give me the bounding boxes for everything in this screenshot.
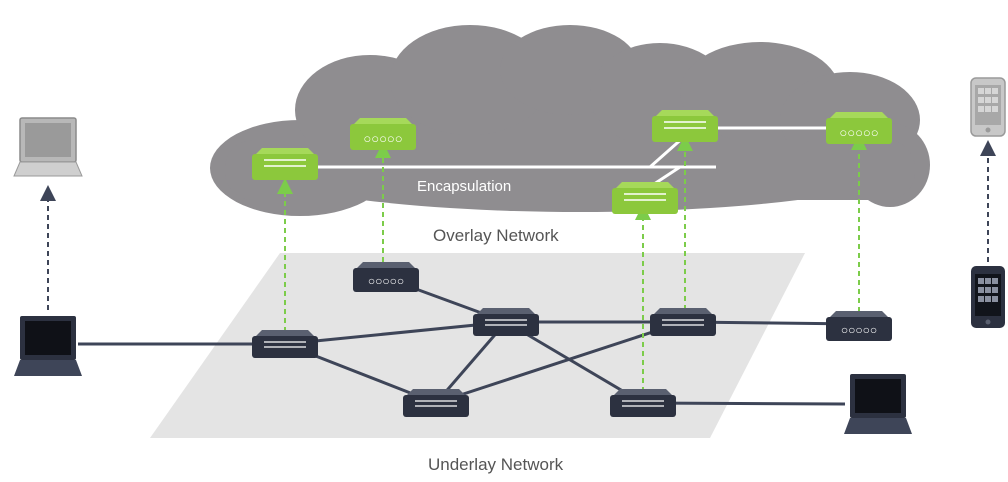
svg-text:○○○○○: ○○○○○ [841, 323, 877, 337]
router-icon: ○○○○○ [826, 311, 892, 341]
switch-icon [252, 148, 318, 180]
switch-icon [652, 110, 718, 142]
switch-icon [610, 389, 676, 417]
encapsulation-label: Encapsulation [417, 178, 511, 195]
endpoint-arrows [40, 140, 996, 310]
switch-icon [473, 308, 539, 336]
router-icon: ○○○○○ [826, 112, 892, 144]
router-icon: ○○○○○ [350, 118, 416, 150]
laptop-icon [13, 117, 83, 177]
switch-icon [650, 308, 716, 336]
overlay-network-label: Overlay Network [433, 226, 559, 245]
router-icon: ○○○○○ [353, 262, 419, 292]
mapping-arrows [277, 134, 867, 392]
svg-text:○○○○○: ○○○○○ [368, 274, 404, 288]
underlay-network-label: Underlay Network [428, 455, 564, 474]
svg-text:○○○○○: ○○○○○ [839, 125, 878, 140]
laptop-icon [14, 316, 82, 376]
switch-icon [612, 182, 678, 214]
svg-text:○○○○○: ○○○○○ [363, 131, 402, 146]
switch-icon [403, 389, 469, 417]
overlay-tunnels [300, 126, 830, 192]
phone-icon [971, 266, 1005, 328]
laptop-icon [844, 374, 912, 434]
switch-icon [252, 330, 318, 358]
overlay-cloud [210, 25, 930, 216]
phone-icon [970, 77, 1006, 137]
